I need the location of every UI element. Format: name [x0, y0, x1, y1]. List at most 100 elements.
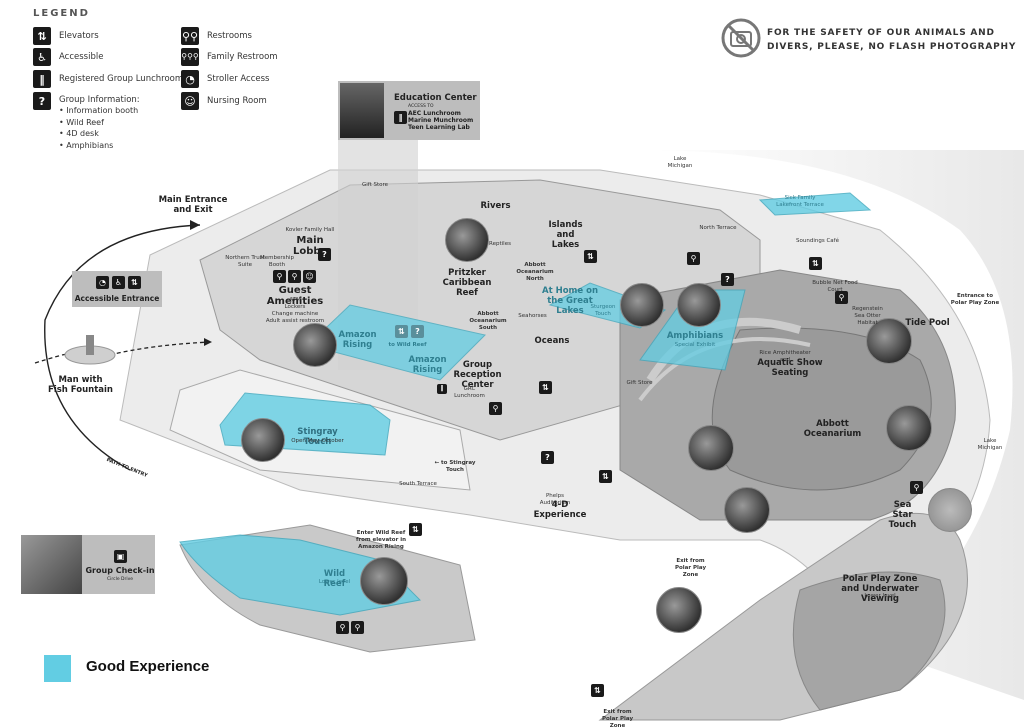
label-entrance-polar: Entrance to Polar Play Zone — [950, 293, 1000, 306]
education-center-panel: Education Center ACCESS TO ‖ AEC Lunchro… — [338, 81, 480, 140]
accessible-entrance-label: Accessible Entrance — [74, 294, 160, 303]
family-restroom-icon: ⚲ — [351, 621, 364, 634]
legend-item-lunchroom: ‖ Registered Group Lunchroom — [33, 70, 183, 88]
elevator-icon: ⇅ — [539, 381, 552, 394]
label-special-exhibit: Special Exhibit — [674, 342, 716, 348]
label-north-terrace: North Terrace — [699, 225, 737, 231]
label-lake-michigan-right: Lake Michigan — [977, 438, 1003, 451]
accessible-entrance-panel: ◔ ♿ ⇅ Accessible Entrance — [72, 271, 162, 307]
lake-michigan-area — [640, 150, 1024, 700]
good-experience-swatch — [44, 655, 71, 682]
label-group-reception: Group Reception Center — [453, 360, 502, 390]
group-info-icon: ? — [721, 273, 734, 286]
label-gift-store: Gift Store — [361, 182, 389, 188]
accessible-icon: ♿ — [112, 276, 125, 289]
label-polar-play: Polar Play Zone and Underwater Viewing — [841, 574, 919, 604]
restroom-icon: ⚲ — [489, 402, 502, 415]
photo-beluga — [724, 487, 770, 533]
label-membership-booth: Membership Booth — [260, 255, 294, 268]
label-islands-lakes: Islands and Lakes — [548, 220, 583, 250]
label-exit-polar-2: Exit from Polar Play Zone — [601, 709, 634, 728]
label-exit-polar-1: Exit from Polar Play Zone — [674, 558, 707, 578]
accessible-icon: ♿ — [33, 48, 51, 66]
label-abbott-north: Abbott Oceanarium North — [516, 262, 554, 282]
legend-item-group-info: ? Group Information: • Information booth… — [33, 92, 140, 151]
photo-wild-reef — [360, 557, 408, 605]
label-stingray: Stingray Touch — [297, 427, 338, 447]
label-man-with-fish: Man with Fish Fountain — [48, 375, 113, 395]
legend-item-nursing: ☺ Nursing Room — [181, 92, 267, 110]
elevator-icon: ⇅ — [809, 257, 822, 270]
photo-penguin — [656, 587, 702, 633]
legend-item-restrooms: ⚲⚲ Restrooms — [181, 27, 252, 45]
label-amazon-rising-2: Amazon Rising — [408, 355, 447, 375]
label-bubble-net: Bubble Net Food Court — [812, 280, 858, 293]
group-checkin-title: Group Check-in — [85, 566, 155, 575]
label-at-home: At Home on the Great Lakes — [541, 286, 599, 316]
nursing-room-icon: ☺ — [303, 270, 316, 283]
label-soundings: Soundings Café — [796, 238, 839, 244]
photo-amphibians — [677, 283, 721, 327]
label-rivers: Rivers — [480, 201, 511, 211]
label-gift-store-mid: Gift Store — [626, 380, 653, 386]
no-flash-icon — [721, 18, 761, 58]
label-wild-reef-lower: Lower level — [318, 579, 351, 585]
photo-pritzker — [445, 218, 489, 262]
label-reptiles: Reptiles — [489, 241, 511, 247]
label-main-lobby: Main Lobby — [292, 235, 328, 257]
elevator-icon: ⇅ — [395, 325, 408, 338]
label-guest-amenities: Guest Amenities — [266, 285, 324, 307]
stroller-icon: ◔ — [181, 70, 199, 88]
elevator-icon: ⇅ — [128, 276, 141, 289]
restroom-icon: ⚲ — [336, 621, 349, 634]
label-sick-terrace: Sick Family Lakefront Terrace — [776, 195, 824, 208]
legend-title: LEGEND — [33, 8, 90, 19]
label-sturgeon: Sturgeon Touch — [590, 304, 616, 317]
good-experience-label: Good Experience — [86, 658, 210, 675]
school-bus-photo — [21, 535, 82, 594]
label-abbott-south: Abbott Oceanarium South — [469, 311, 507, 331]
elevator-icon: ⇅ — [584, 250, 597, 263]
family-restroom-icon: ⚲⚲⚲ — [181, 48, 199, 66]
family-restroom-icon: ⚲ — [910, 481, 923, 494]
label-tide-pool: Tide Pool — [905, 318, 950, 328]
label-regenstein: Regenstein Sea Otter Habitat — [852, 306, 883, 326]
group-checkin-panel: ▣ Group Check-in Circle Drive — [21, 535, 155, 594]
group-info-icon: ? — [33, 92, 51, 110]
entry-path-arc — [44, 224, 201, 471]
elevator-icon: ⇅ — [33, 27, 51, 45]
elevator-icon: ⇅ — [599, 470, 612, 483]
lunchroom-icon: ‖ — [394, 111, 407, 124]
legend-item-family-restroom: ⚲⚲⚲ Family Restroom — [181, 48, 278, 66]
photo-sea-star — [928, 488, 972, 532]
group-info-icon: ? — [411, 325, 424, 338]
label-enter-wild-reef: Enter Wild Reef from elevator in Amazon … — [355, 530, 406, 550]
label-aquatic-show: Aquatic Show Seating — [757, 358, 823, 378]
photo-oceanarium-1 — [688, 425, 734, 471]
stroller-icon: ◔ — [96, 276, 109, 289]
group-info-icon: ? — [318, 248, 331, 261]
photo-sea-otter — [866, 318, 912, 364]
photo-sturgeon — [620, 283, 664, 327]
label-four-d: 4-D Experience — [533, 500, 587, 520]
polar-pool — [792, 571, 946, 711]
legend: ⇅ Elevators ♿ Accessible ‖ Registered Gr… — [33, 27, 333, 157]
label-abbott-oceanarium: Abbott Oceanarium — [803, 419, 862, 439]
restroom-icon: ⚲ — [687, 252, 700, 265]
group-info-icon: ? — [541, 451, 554, 464]
zone-lakefront-terrace — [758, 192, 872, 216]
photo-amazon — [293, 323, 337, 367]
label-to-wild-reef: to Wild Reef — [388, 342, 427, 348]
bus-icon: ▣ — [114, 550, 127, 563]
label-main-entrance: Main Entrance and Exit — [158, 195, 228, 215]
label-polar-lower: Lower level — [864, 593, 896, 599]
label-guest-amenities-sub: ATM Lockers Change machine Adult assist … — [265, 297, 325, 324]
label-amphibians: Amphibians — [666, 331, 724, 341]
label-amazon-rising-1: Amazon Rising — [338, 330, 377, 350]
education-center-title: Education Center — [394, 93, 477, 103]
label-oceans: Oceans — [534, 336, 570, 346]
label-pritzker: Pritzker Caribbean Reef — [442, 268, 492, 298]
lunchroom-icon: ‖ — [437, 384, 447, 394]
restroom-icon: ⚲⚲ — [181, 27, 199, 45]
